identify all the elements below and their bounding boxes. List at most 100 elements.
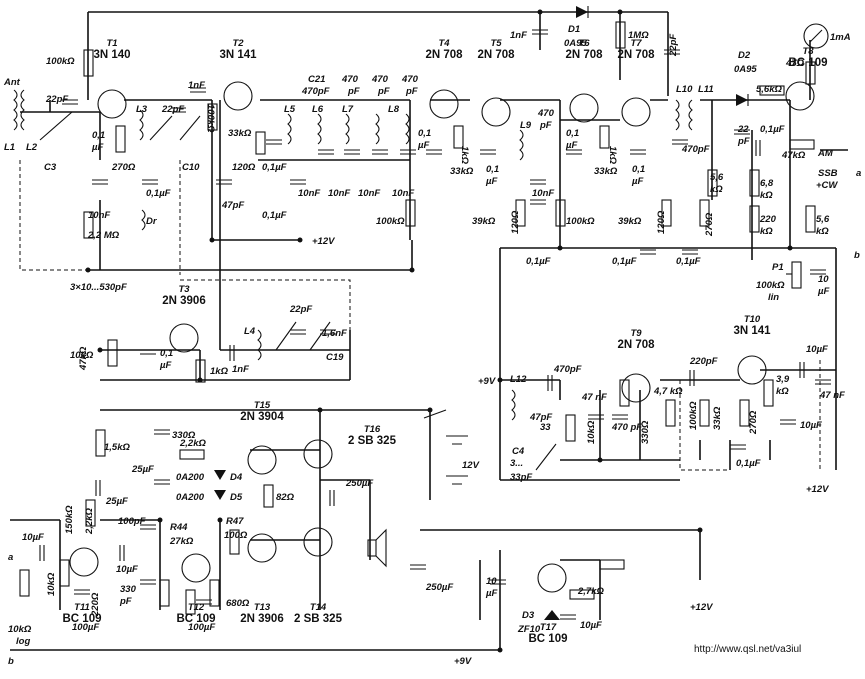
c10nf-l9-label: 10nF — [532, 188, 554, 199]
zf10-label: ZF10 — [517, 624, 541, 635]
c47nf-out-label: 47 nF — [819, 390, 845, 401]
transistor-type-t13: 2N 3906 — [240, 613, 283, 625]
plus9-label: +9V — [478, 376, 496, 387]
pf-l9-label: pF — [539, 120, 552, 131]
d5-label: D5 — [230, 492, 243, 503]
c01-b-label: 0,1µF — [146, 188, 171, 199]
c1nf-a-label: 1nF — [188, 80, 205, 91]
transistor-ref-t4: T4 — [438, 38, 450, 49]
r1k-a-label: 1kΩ — [459, 146, 470, 165]
uf-i-label: µF — [631, 176, 643, 187]
c470-l9-label: 470 — [537, 108, 555, 119]
c22pf-l4-label: 22pF — [289, 304, 312, 315]
l2-label: L2 — [26, 142, 38, 153]
c01-t10-label: 0,1µF — [736, 458, 761, 469]
r120-c-label: 120Ω — [656, 210, 667, 234]
l6-label: L6 — [312, 104, 324, 115]
transistor-type-t4: 2N 708 — [425, 49, 463, 61]
c01-f-label: 0,1 — [486, 164, 499, 175]
c01-l-label: 0,1µF — [760, 124, 785, 135]
transistor-ref-t3: T3 — [178, 284, 190, 295]
d1-label: D1 — [568, 24, 580, 35]
transistor-type-t14: 2 SB 325 — [294, 613, 343, 625]
cw-label: +CW — [816, 180, 838, 191]
plus12-af-label: 12V — [462, 460, 480, 471]
range-label: 3×10...530pF — [70, 282, 127, 293]
r220k-label: 220 — [759, 214, 777, 225]
r27k-z-label: 2,7kΩ — [577, 586, 604, 597]
d3-label: D3 — [522, 610, 535, 621]
c47nf-label: 47 nF — [581, 392, 607, 403]
c33-label: 33 — [540, 422, 551, 433]
r47-label: 47Ω — [785, 58, 805, 69]
c100pf-label: 100pF — [118, 516, 146, 527]
r1k-b-label: 1kΩ — [607, 146, 618, 165]
transistor-type-t16: 2 SB 325 — [348, 435, 397, 447]
lin-label: lin — [768, 292, 779, 303]
r44-label: R44 — [170, 522, 188, 533]
r100k-l8-label: 100kΩ — [376, 216, 405, 227]
am-label: AM — [817, 148, 834, 159]
transistor-ref-t17: T17 — [540, 622, 557, 633]
plus9-b-label: +9V — [454, 656, 472, 667]
l9-label: L9 — [520, 120, 532, 131]
r330-label: 330Ω — [640, 420, 651, 444]
oa95-a-label: 0A95 — [564, 38, 587, 49]
wiring — [10, 11, 848, 651]
c01-k-label: 0,1µF — [676, 256, 701, 267]
output-a-label: a — [856, 168, 861, 179]
r22k-b-label: 2,2kΩ — [84, 508, 95, 535]
d4-label: D4 — [230, 472, 243, 483]
pf-c-label: pF — [405, 86, 418, 97]
c10nf-e-label: 10nF — [392, 188, 414, 199]
c100uf-b-label: 100µF — [188, 622, 215, 633]
input-a-label: a — [8, 552, 13, 563]
l8-label: L8 — [388, 104, 400, 115]
c10uf-z2-label: 10µF — [580, 620, 602, 631]
r56k-d2-label: 5,6kΩ — [756, 84, 782, 95]
transistor-ref-t6: T6 — [578, 38, 590, 49]
c22pf-top-label: 22pF — [668, 34, 679, 57]
transistor-type-t6: 2N 708 — [565, 49, 603, 61]
r10k-t3-label: 10kΩ — [70, 350, 94, 361]
transistor-type-t7: 2N 708 — [617, 49, 655, 61]
d2-label: D2 — [738, 50, 751, 61]
c01-e-label: 0,1 — [418, 128, 431, 139]
r33k-c-label: 33kΩ — [594, 166, 618, 177]
c250uf-label: 250µF — [345, 478, 373, 489]
r100-label: 100Ω — [224, 530, 248, 541]
transistor-ref-t5: T5 — [490, 38, 502, 49]
c4-label: C4 — [512, 446, 525, 457]
c10uf-c-label: 10µF — [116, 564, 138, 575]
l7-label: L7 — [342, 104, 354, 115]
transistor-ref-t1: T1 — [106, 38, 117, 49]
r100k-t1-label: 100kΩ — [46, 56, 75, 67]
transistor-type-t10: 3N 141 — [733, 325, 771, 337]
oa200-b-label: 0A200 — [176, 492, 205, 503]
r47k-t9-label: 4,7 kΩ — [653, 386, 683, 397]
c3-label: C3 — [44, 162, 57, 173]
dr-label: Dr — [146, 216, 158, 227]
transistor-ref-t8: T8 — [802, 46, 814, 57]
c220pf-label: 220pF — [689, 356, 718, 367]
c33pf-label: 33pF — [510, 472, 532, 483]
r39k-t10-label: 3,9 — [776, 374, 790, 385]
c10uf-b-label: 10µF — [806, 344, 828, 355]
c10nf-d-label: 10nF — [358, 188, 380, 199]
r39k-a-label: 39kΩ — [472, 216, 496, 227]
r27k-label: 27kΩ — [169, 536, 194, 547]
log-label: log — [16, 636, 30, 647]
transistor-type-t1: 3N 140 — [93, 49, 130, 61]
r47k-t3-label: 47kΩ — [78, 346, 89, 371]
c10nf-b-label: 10nF — [298, 188, 320, 199]
c01-t3-label: 0,1 — [160, 348, 173, 359]
c22p-a-label: 22pF — [45, 94, 68, 105]
r56k-a-label: 5,6 — [710, 172, 724, 183]
r47-af-label: R47 — [226, 516, 244, 527]
meter-label: 1mA — [830, 32, 851, 43]
l12-label: L12 — [510, 374, 527, 385]
uf-e-label: µF — [417, 140, 429, 151]
r10k-t9-label: 10kΩ — [586, 420, 597, 444]
r100k-t10-label: 100kΩ — [688, 401, 699, 430]
